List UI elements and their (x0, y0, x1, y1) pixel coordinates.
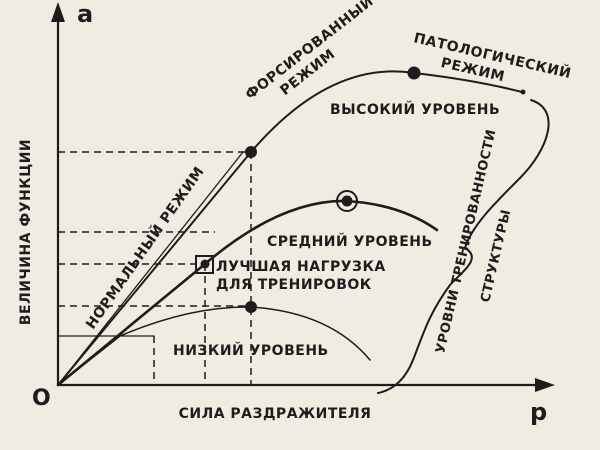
label-forced-line1: ФОРСИРОВАННЫЙ (242, 0, 377, 103)
label-medium-level: СРЕДНИЙ УРОВЕНЬ (267, 233, 433, 250)
label-training-levels: УРОВНИ ТРЕНИРОВАННОСТИ (433, 128, 499, 355)
curves (56, 70, 523, 387)
curve-high (57, 70, 523, 386)
point-medium-peak-ring (336, 190, 358, 212)
point-pathological (520, 89, 526, 95)
y-axis-letter: a (77, 0, 94, 28)
origin-letter: O (32, 386, 51, 411)
label-low-level: НИЗКИЙ УРОВЕНЬ (173, 342, 329, 359)
point-low-peak (245, 301, 257, 313)
label-normal-mode: НОРМАЛЬНЫЙ РЕЖИМ (82, 163, 207, 332)
point-high-peak (407, 66, 421, 80)
point-best-load-box (195, 255, 214, 274)
x-axis-arrow (535, 378, 555, 392)
curve-medium (56, 199, 439, 387)
label-best-load-line2: ДЛЯ ТРЕНИРОВОК (216, 277, 372, 293)
point-best-load (200, 259, 210, 269)
point-medium-peak (341, 195, 353, 207)
label-high-level: ВЫСОКИЙ УРОВЕНЬ (330, 101, 500, 118)
x-axis-title: СИЛА РАЗДРАЖИТЕЛЯ (179, 406, 372, 422)
point-high-forced (245, 146, 257, 158)
y-axis-arrow (51, 2, 65, 22)
label-best-load-line1: ЛУЧШАЯ НАГРУЗКА (216, 259, 386, 275)
levels-brace (377, 99, 550, 394)
label-pathological-mode: ПАТОЛОГИЧЕСКИЙ РЕЖИМ (412, 29, 573, 85)
curve-high-outer (57, 151, 244, 386)
axes (56, 18, 540, 387)
y-axis-title: ВЕЛИЧИНА ФУНКЦИИ (18, 139, 34, 325)
x-axis-letter: p (530, 398, 548, 426)
label-forced-mode: ФОРСИРОВАННЫЙ РЕЖИМ (242, 0, 377, 103)
label-structures: СТРУКТУРЫ (478, 208, 514, 304)
